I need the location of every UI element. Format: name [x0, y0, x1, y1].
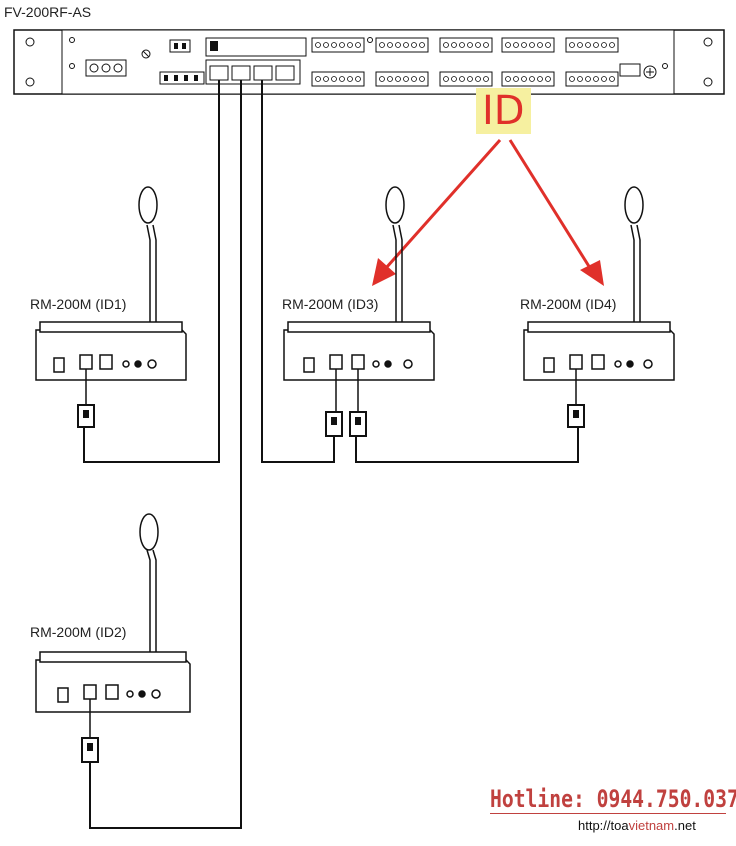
mic-label-id1: RM-200M (ID1) — [30, 296, 127, 312]
website-url[interactable]: http://toavietnam.net — [578, 818, 696, 833]
url-suffix: .net — [674, 818, 696, 833]
mic-label-id2: RM-200M (ID2) — [30, 624, 127, 640]
hotline-text: Hotline: 0944.750.037 — [490, 785, 736, 813]
mic-label-id3: RM-200M (ID3) — [282, 296, 379, 312]
mic-station-id3 — [283, 186, 435, 437]
receiver-panel — [13, 29, 725, 95]
mic-label-id4: RM-200M (ID4) — [520, 296, 617, 312]
id-marker: ID — [476, 88, 531, 134]
mic-station-id4 — [523, 186, 675, 428]
hotline-underline — [490, 813, 726, 814]
mic-station-id1 — [35, 186, 187, 428]
url-prefix: http://toa — [578, 818, 629, 833]
device-title: FV-200RF-AS — [4, 4, 92, 20]
link-cables — [83, 80, 579, 829]
group-terminals — [311, 37, 619, 87]
id-arrows — [372, 139, 604, 286]
mic-station-id2 — [35, 513, 191, 763]
url-red: vietnam — [628, 818, 675, 833]
